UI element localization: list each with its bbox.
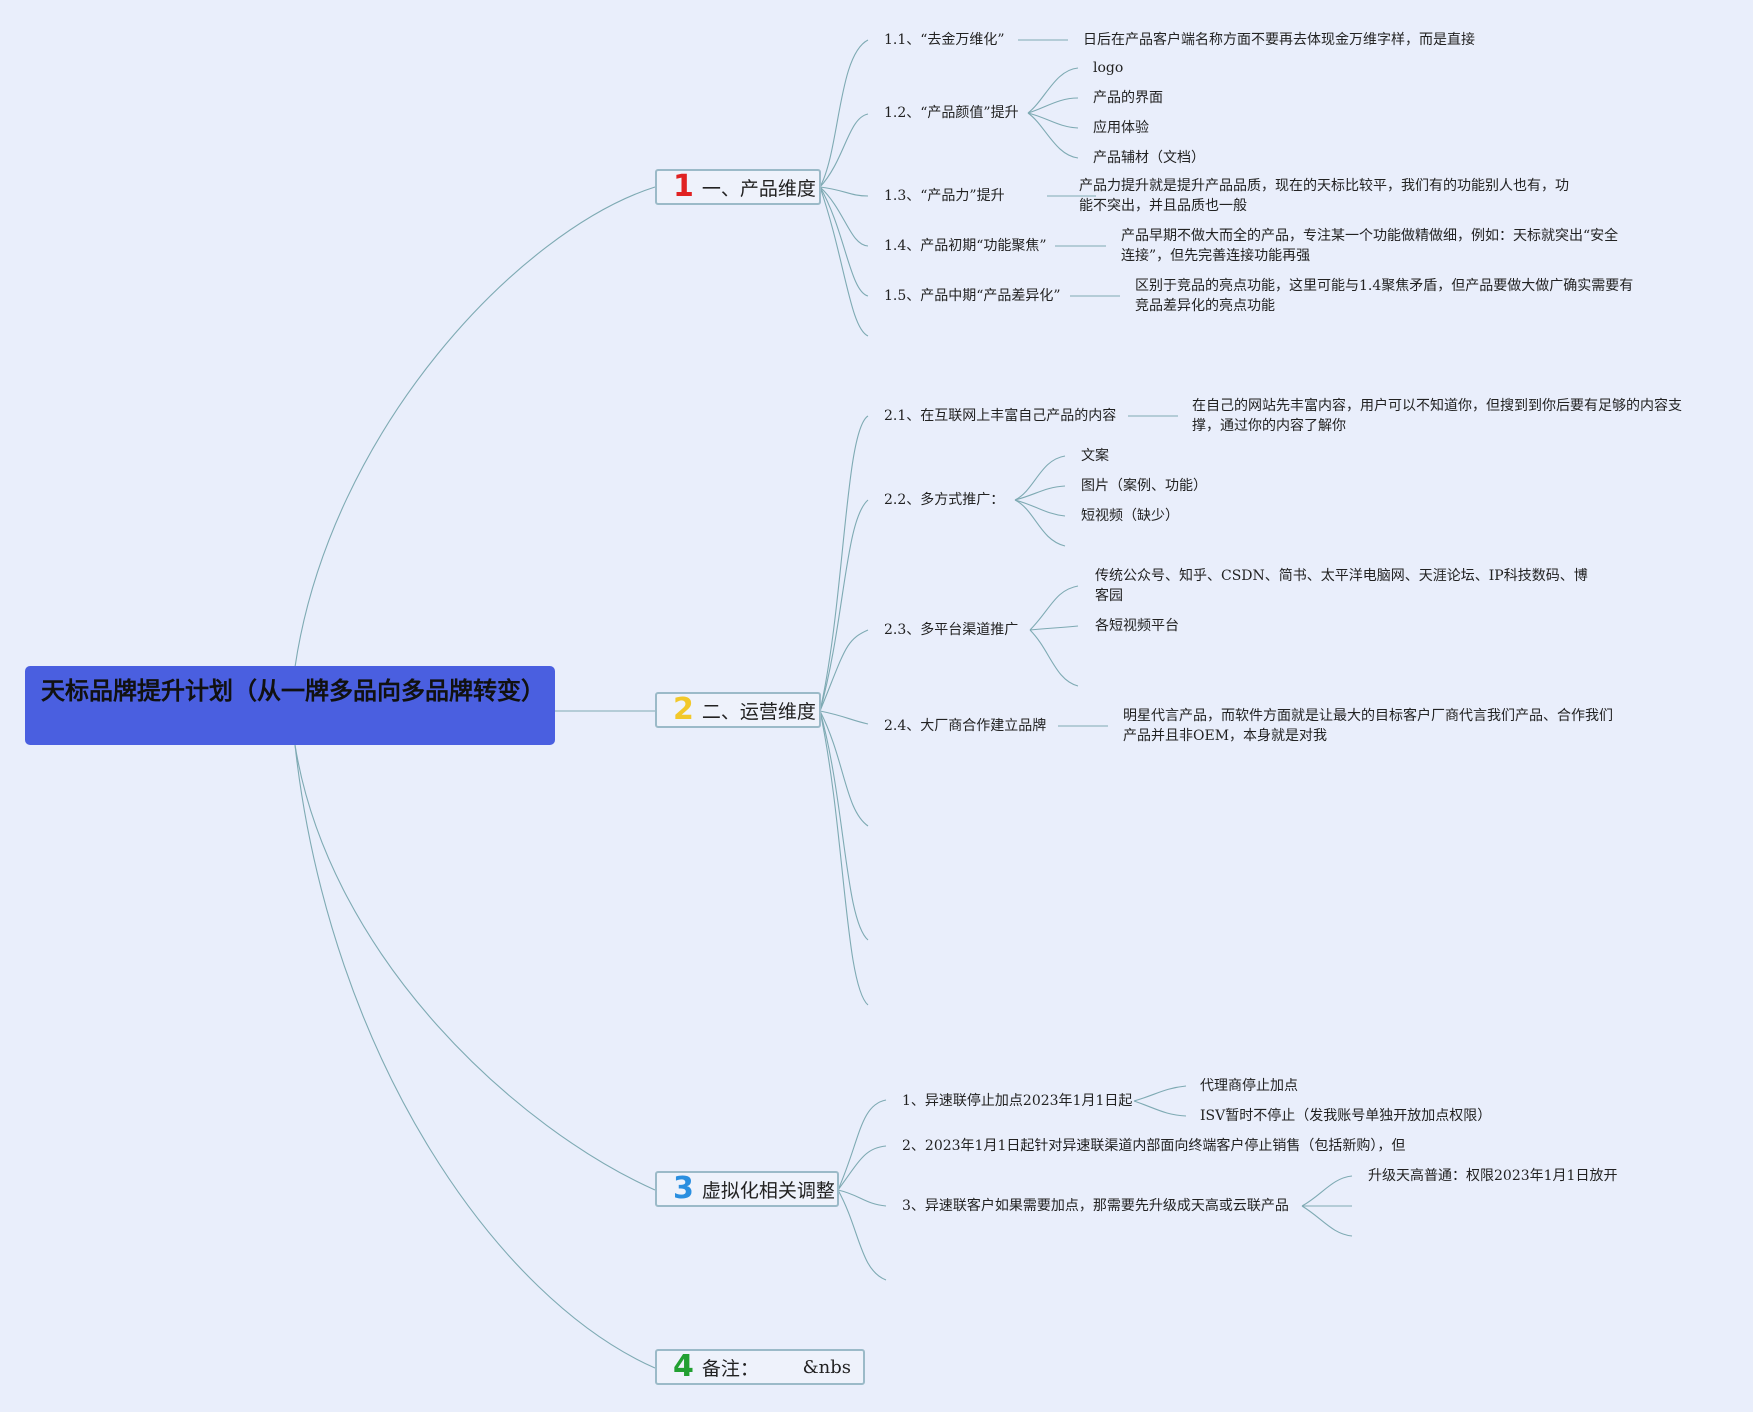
child-3-3-1[interactable]: 升级天高普通：权限2023年1月1日放开 (1368, 1168, 1618, 1184)
branch-label: 虚拟化相关调整 (701, 1179, 835, 1202)
item-2-4[interactable]: 2.4、大厂商合作建立品牌 (884, 718, 1047, 734)
note-2-4: 明星代言产品，而软件方面就是让最大的目标客户厂商代言我们产品、合作我们产品并且非… (1123, 708, 1613, 744)
child-2-2-3[interactable]: 短视频（缺少） (1081, 508, 1179, 524)
note-1-1: 日后在产品客户端名称方面不要再去体现金万维字样，而是直接 (1083, 32, 1475, 48)
item-2-2[interactable]: 2.2、多方式推广： (884, 492, 1005, 508)
child-1-2-1[interactable]: logo (1093, 60, 1124, 76)
note-1-4: 产品早期不做大而全的产品，专注某一个功能做精做细，例如：天标就突出“安全连接”，… (1121, 228, 1619, 264)
item-1-3[interactable]: 1.3、“产品力”提升 (884, 188, 1005, 204)
item-3-1[interactable]: 1、异速联停止加点2023年1月1日起 (902, 1093, 1133, 1109)
branch-node-virtualization[interactable]: 3 虚拟化相关调整 (655, 1171, 839, 1207)
child-1-2-2[interactable]: 产品的界面 (1093, 90, 1163, 106)
item-1-4[interactable]: 1.4、产品初期“功能聚焦” (884, 238, 1047, 254)
child-3-1-1[interactable]: 代理商停止加点 (1200, 1078, 1298, 1094)
connector-root-branch3 (294, 744, 656, 1191)
item-1-2[interactable]: 1.2、“产品颜值”提升 (884, 105, 1019, 121)
item-1-5[interactable]: 1.5、产品中期“产品差异化” (884, 288, 1061, 304)
note-1-3: 产品力提升就是提升产品品质，现在的天标比较平，我们有的功能别人也有，功能不突出，… (1079, 178, 1569, 214)
branch-label: 一、产品维度 (701, 177, 816, 200)
item-1-1[interactable]: 1.1、“去金万维化” (884, 32, 1005, 48)
connector-root-branch1 (294, 186, 656, 668)
branch-number-badge: 1 (673, 169, 694, 204)
item-3-3[interactable]: 3、异速联客户如果需要加点，那需要先升级成天高或云联产品 (902, 1198, 1289, 1214)
root-node-title[interactable]: 天标品牌提升计划（从一牌多品向多品牌转变） (25, 666, 555, 745)
branch-number-badge: 3 (673, 1171, 694, 1206)
child-1-2-3[interactable]: 应用体验 (1093, 120, 1149, 136)
note-2-1: 在自己的网站先丰富内容，用户可以不知道你，但搜到到你后要有足够的内容支撑，通过你… (1192, 398, 1682, 434)
child-2-2-1[interactable]: 文案 (1081, 448, 1109, 464)
branch-number-badge: 4 (673, 1349, 694, 1384)
child-1-2-4[interactable]: 产品辅材（文档） (1093, 150, 1205, 166)
item-3-2[interactable]: 2、2023年1月1日起针对异速联渠道内部面向终端客户停止销售（包括新购），但 (902, 1138, 1406, 1154)
note-1-5: 区别于竞品的亮点功能，这里可能与1.4聚焦矛盾，但产品要做大做广确实需要有竞品差… (1135, 278, 1634, 314)
item-2-1[interactable]: 2.1、在互联网上丰富自己产品的内容 (884, 408, 1117, 424)
child-2-3-2[interactable]: 各短视频平台 (1095, 618, 1179, 634)
branch-label: 备注： (701, 1357, 759, 1380)
branch-number-badge: 2 (673, 692, 694, 727)
branch-node-notes[interactable]: 4 备注： &nbs (655, 1349, 865, 1385)
branch-extra-text: &nbs (802, 1356, 851, 1378)
connector-root-branch4 (294, 744, 656, 1369)
child-2-2-2[interactable]: 图片（案例、功能） (1081, 478, 1207, 494)
branch-node-product[interactable]: 1 一、产品维度 (655, 169, 821, 205)
child-3-1-2[interactable]: ISV暂时不停止（发我账号单独开放加点权限） (1200, 1108, 1492, 1124)
child-2-3-1[interactable]: 传统公众号、知乎、CSDN、简书、太平洋电脑网、天涯论坛、IP科技数码、博客园 (1095, 568, 1588, 604)
branch-label: 二、运营维度 (701, 700, 816, 723)
item-2-3[interactable]: 2.3、多平台渠道推广 (884, 622, 1019, 638)
branch-node-operations[interactable]: 2 二、运营维度 (655, 692, 821, 728)
